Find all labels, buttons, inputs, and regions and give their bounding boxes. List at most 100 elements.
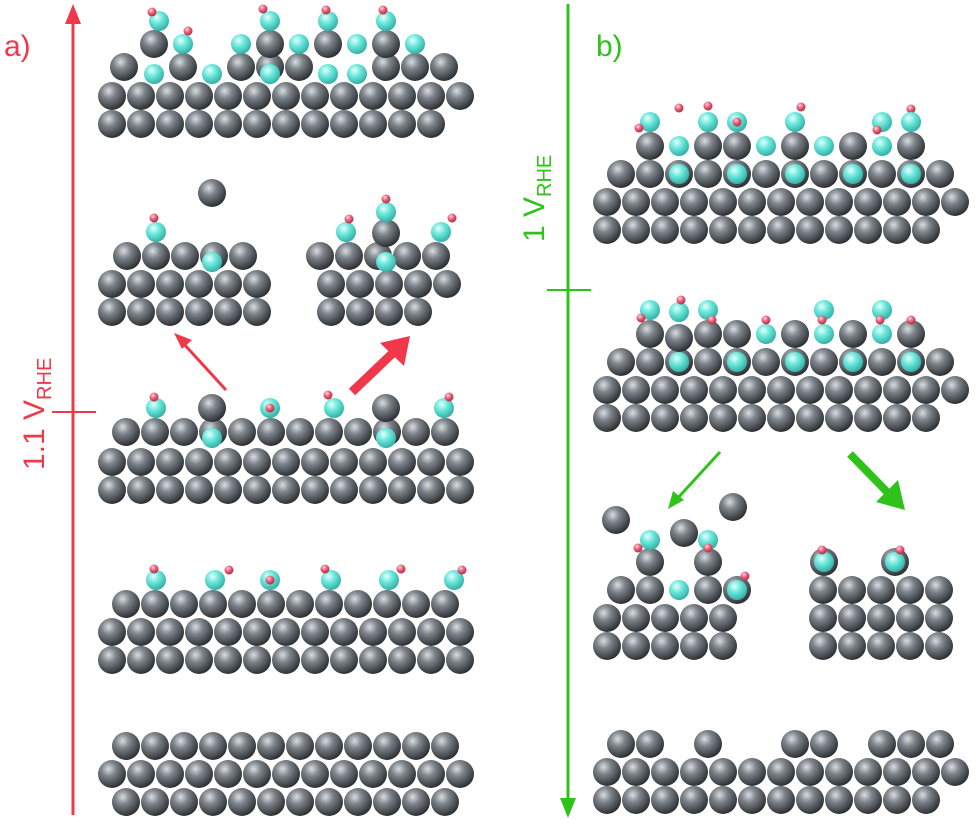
metal-atom <box>810 160 838 188</box>
metal-atom <box>402 788 430 816</box>
metal-atom <box>767 758 795 786</box>
metal-atom <box>665 324 693 352</box>
metal-atom <box>941 758 969 786</box>
metal-atom <box>401 53 429 81</box>
metal-atom <box>301 618 329 646</box>
metal-atom <box>622 376 650 404</box>
metal-atom <box>359 110 387 138</box>
metal-atom <box>214 82 242 110</box>
metal-atom <box>141 788 169 816</box>
hydrogen-atom <box>674 103 684 113</box>
oxygen-atom <box>260 64 280 84</box>
metal-atom <box>272 760 300 788</box>
metal-atom <box>185 298 213 326</box>
hydrogen-atom <box>796 102 806 112</box>
panel-a-thick-arrow <box>348 336 410 396</box>
oxygen-atom <box>669 352 689 372</box>
panel-a-potential-label: 1.1 VRHE <box>18 358 56 470</box>
metal-atom <box>431 732 459 760</box>
metal-atom <box>680 376 708 404</box>
oxygen-atom <box>640 112 660 132</box>
metal-atom <box>941 376 969 404</box>
metal-atom <box>112 732 140 760</box>
metal-atom <box>285 53 313 81</box>
metal-atom <box>372 53 400 81</box>
metal-atom <box>781 320 809 348</box>
metal-atom <box>286 418 314 446</box>
metal-atom <box>404 270 432 298</box>
oxygen-atom <box>434 398 454 418</box>
metal-atom <box>228 418 256 446</box>
metal-atom <box>243 646 271 674</box>
metal-atom <box>767 216 795 244</box>
metal-atom <box>335 242 363 270</box>
metal-atom <box>897 320 925 348</box>
metal-atom <box>433 270 461 298</box>
metal-atom <box>127 298 155 326</box>
metal-atom <box>346 298 374 326</box>
oxygen-atom <box>669 136 689 156</box>
metal-atom <box>330 448 358 476</box>
metal-atom <box>607 730 635 758</box>
metal-atom <box>314 30 342 58</box>
metal-atom <box>607 576 635 604</box>
metal-atom <box>402 418 430 446</box>
metal-atom <box>854 376 882 404</box>
metal-atom <box>286 732 314 760</box>
oxygen-atom <box>785 352 805 372</box>
oxygen-atom <box>376 252 396 272</box>
metal-atom <box>227 53 255 81</box>
hydrogen-atom <box>457 565 467 575</box>
metal-atom <box>243 448 271 476</box>
metal-atom <box>839 132 867 160</box>
hydrogen-atom <box>344 214 354 224</box>
metal-atom <box>593 786 621 814</box>
metal-atom <box>767 188 795 216</box>
metal-atom <box>838 604 866 632</box>
metal-atom <box>781 730 809 758</box>
hydrogen-atom <box>321 5 331 15</box>
metal-atom <box>156 760 184 788</box>
metal-atom <box>228 590 256 618</box>
metal-atom <box>680 404 708 432</box>
metal-atom <box>199 732 227 760</box>
metal-atom <box>607 160 635 188</box>
metal-atom <box>170 732 198 760</box>
metal-atom <box>636 548 664 576</box>
metal-atom <box>622 786 650 814</box>
atom-structures <box>98 4 969 816</box>
metal-atom <box>796 216 824 244</box>
metal-atom <box>214 760 242 788</box>
metal-atom <box>854 786 882 814</box>
metal-atom <box>388 476 416 504</box>
metal-atom <box>346 270 374 298</box>
metal-atom <box>359 448 387 476</box>
metal-atom <box>796 404 824 432</box>
metal-atom <box>622 404 650 432</box>
metal-atom <box>359 618 387 646</box>
metal-atom <box>375 298 403 326</box>
oxygen-atom <box>202 428 222 448</box>
metal-atom <box>156 618 184 646</box>
metal-atom <box>301 476 329 504</box>
panel-b-potential-label: 1 VRHE <box>518 155 556 242</box>
metal-atom <box>127 618 155 646</box>
metal-atom <box>752 160 780 188</box>
metal-atom <box>98 476 126 504</box>
oxygen-atom <box>901 164 921 184</box>
metal-atom <box>388 646 416 674</box>
metal-atom <box>593 604 621 632</box>
metal-atom <box>738 404 766 432</box>
metal-atom <box>127 270 155 298</box>
metal-atom <box>810 730 838 758</box>
metal-atom <box>896 632 924 660</box>
metal-atom <box>446 646 474 674</box>
metal-atom <box>636 730 664 758</box>
metal-atom <box>723 132 751 160</box>
metal-atom <box>897 730 925 758</box>
metal-atom <box>388 82 416 110</box>
metal-atom <box>680 786 708 814</box>
metal-atom <box>330 618 358 646</box>
metal-atom <box>738 188 766 216</box>
hydrogen-atom <box>636 313 646 323</box>
